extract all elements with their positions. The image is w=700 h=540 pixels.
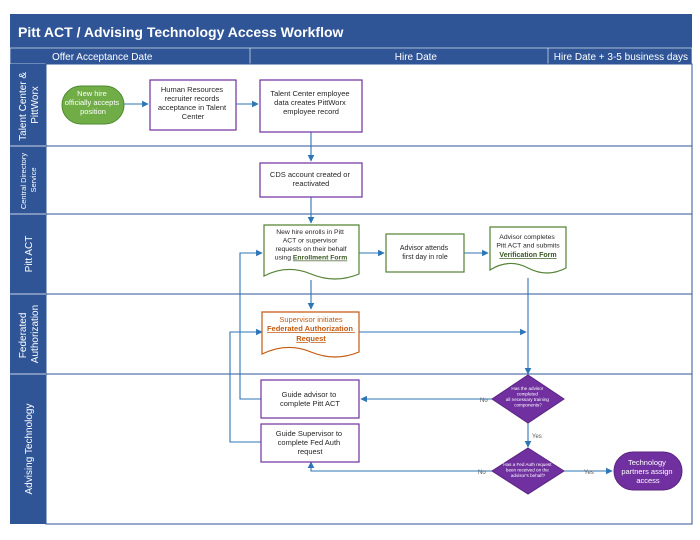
node-end-text: Technology partners assign access	[621, 458, 674, 485]
lane-label-line: Advising Technology	[24, 404, 35, 495]
lane-label-line: Service	[29, 167, 38, 192]
node-fedauth-text: Supervisor initiates	[279, 315, 343, 324]
phase-offer-acceptance: Offer Acceptance Date	[52, 52, 153, 63]
node-guide-fed-text: Guide Supervisor to complete Fed Auth re…	[276, 429, 344, 456]
node-guide-act	[260, 379, 360, 419]
lane-label-pitt-act: Pitt ACT	[24, 236, 35, 273]
node-pittworx-record-text: Talent Center employee data creates Pitt…	[270, 89, 351, 116]
node-decision-training-text: Has the advisor completed all necessary …	[506, 386, 550, 408]
phase-hire-plus: Hire Date + 3-5 business days	[554, 52, 688, 63]
lane-federated-auth	[45, 293, 693, 375]
node-guide-fed	[260, 423, 360, 463]
lane-label-line: Talent Center &	[18, 72, 29, 141]
lane-label-central-directory: Central Directory Service	[19, 151, 38, 209]
node-enroll-document	[263, 224, 360, 280]
lane-advising-tech	[45, 373, 693, 525]
node-pittworx-record	[259, 79, 363, 133]
lane-label-line: Authorization	[30, 305, 41, 363]
swimlanes	[45, 63, 693, 525]
node-decision-training	[491, 374, 565, 424]
node-decision-fedauth-text: Has a Fed Auth request been received on …	[503, 462, 553, 478]
lane-label-line: Central Directory	[19, 153, 28, 210]
title-band	[10, 14, 692, 48]
edge-decision2-no	[307, 461, 492, 472]
edge-label-no-1: No	[480, 398, 488, 404]
lane-label-line: Pitt ACT	[24, 236, 35, 273]
edge-guide-fed-loop	[229, 328, 263, 443]
edge-label-yes-2: Yes	[584, 470, 594, 476]
edge-label-yes-1: Yes	[532, 434, 542, 440]
node-enroll-text-last: using Enrollment Form	[275, 255, 348, 262]
federated-auth-link[interactable]: Federated Authorization Request	[267, 324, 355, 343]
node-start	[61, 85, 125, 125]
node-fedauth-document	[261, 311, 360, 358]
lane-label-advising-tech: Advising Technology	[24, 404, 35, 495]
node-end	[613, 451, 683, 491]
node-advisor-attends	[385, 233, 465, 273]
node-complete-document	[489, 226, 567, 274]
enrollment-form-link[interactable]: Enrollment Form	[293, 255, 347, 262]
node-guide-act-text: Guide advisor to complete Pitt ACT	[280, 390, 340, 408]
node-hr-record-text: Human Resources recruiter records accept…	[158, 85, 228, 121]
lane-label-federated: Federated Authorization	[18, 305, 41, 363]
lane-label-line: Federated	[18, 313, 29, 359]
node-cds-account	[259, 162, 363, 198]
lane-central-directory	[45, 145, 693, 215]
node-cds-account-text: CDS account created or reactivated	[270, 170, 352, 188]
lane-pitt-act	[45, 213, 693, 295]
edge-label-no-2: No	[478, 470, 486, 476]
node-decision-fedauth	[491, 447, 565, 495]
phase-hire-date: Hire Date	[395, 52, 438, 63]
node-enroll-text: New hire enrolls in Pitt ACT or supervis…	[275, 229, 346, 253]
lane-label-line: PittWorx	[30, 86, 41, 124]
edge-guide-act-loop	[239, 249, 263, 400]
node-complete-text: Advisor completes Pitt ACT and submits	[496, 234, 560, 250]
node-hr-record	[149, 79, 237, 131]
lane-talent-center	[45, 63, 693, 147]
node-advisor-attends-text: Advisor attends first day in role	[400, 245, 450, 261]
lane-label-talent-center: Talent Center & PittWorx	[18, 69, 41, 141]
node-start-text: New hire officially accepts position	[65, 89, 122, 116]
verification-form-link[interactable]: Verification Form	[499, 252, 556, 259]
diagram-title: Pitt ACT / Advising Technology Access Wo…	[18, 24, 344, 40]
